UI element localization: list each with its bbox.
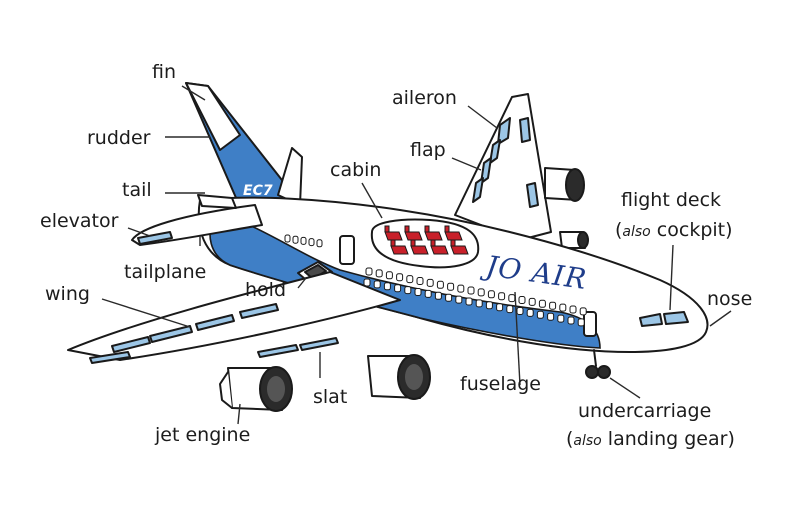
passenger-window — [455, 295, 463, 304]
passenger-window — [406, 275, 414, 284]
label-jet-engine: jet engine — [154, 424, 250, 446]
label-fuselage: fuselage — [460, 373, 541, 395]
passenger-window — [508, 294, 516, 303]
landing-gear — [585, 349, 611, 379]
passenger-window — [447, 282, 455, 291]
label-slat: slat — [313, 386, 347, 408]
far-engine-lower — [559, 231, 589, 249]
passenger-window — [300, 236, 307, 245]
passenger-window — [396, 273, 404, 282]
passenger-window — [516, 307, 524, 315]
passenger-window — [506, 305, 514, 314]
passenger-window — [518, 296, 526, 304]
label-undercarriage-alt: (also landing gear) — [566, 428, 735, 450]
jet-engine-inner — [367, 354, 431, 400]
label-cabin: cabin — [330, 159, 381, 181]
cabin-seat — [444, 225, 463, 241]
passenger-window — [436, 280, 444, 289]
label-flight-deck-alt: (also cockpit) — [615, 219, 733, 241]
cabin-seat — [430, 239, 449, 255]
cabin-seat — [390, 239, 409, 255]
label-hold: hold — [245, 279, 286, 301]
near-wing — [67, 271, 401, 364]
tail-code: EC7 — [243, 183, 273, 199]
vertical-tail: EC7 — [185, 82, 301, 208]
passenger-window — [434, 291, 442, 300]
label-tail: tail — [122, 179, 152, 201]
passenger-window — [487, 290, 495, 299]
passenger-window — [394, 284, 402, 293]
passenger-window — [475, 299, 483, 308]
label-aileron: aileron — [392, 87, 457, 109]
passenger-window — [404, 286, 412, 295]
passenger-window — [308, 238, 315, 247]
passenger-window — [498, 292, 506, 301]
passenger-window — [416, 277, 424, 285]
cabin-seat — [404, 225, 423, 241]
label-rudder: rudder — [87, 127, 151, 149]
label-nose: nose — [707, 288, 752, 310]
far-wing — [454, 93, 589, 249]
window-row-tail — [284, 234, 323, 248]
jet-engine-outer — [219, 366, 293, 412]
passenger-window — [477, 288, 485, 297]
passenger-window — [445, 293, 453, 302]
passenger-window — [557, 314, 565, 323]
passenger-window — [526, 308, 534, 317]
passenger-window — [457, 284, 465, 293]
passenger-window — [365, 267, 373, 276]
cabin-seat — [450, 239, 469, 255]
passenger-window — [467, 286, 475, 295]
passenger-window — [424, 289, 432, 298]
window-row-upper — [365, 267, 587, 316]
cabin-seat — [424, 225, 443, 241]
passenger-window — [373, 280, 381, 289]
label-fin: fin — [152, 61, 176, 83]
passenger-window — [569, 305, 577, 314]
passenger-window — [426, 278, 434, 287]
cabin-seats — [384, 225, 469, 255]
passenger-window — [577, 318, 585, 327]
passenger-window — [292, 235, 299, 244]
tailplane — [131, 194, 263, 246]
passenger-window — [375, 269, 383, 278]
passenger-window — [559, 303, 567, 312]
passenger-window — [485, 301, 493, 310]
passenger-window — [579, 307, 587, 316]
passenger-window — [284, 234, 291, 243]
passenger-window — [536, 310, 544, 319]
passenger-window — [385, 271, 393, 280]
passenger-window — [316, 239, 323, 248]
passenger-window — [414, 288, 422, 296]
leader-lines — [101, 85, 732, 425]
part-labels: fin rudder tail elevator tailplane wing … — [40, 61, 752, 450]
passenger-window — [547, 312, 555, 321]
label-wing: wing — [45, 283, 90, 305]
label-tailplane: tailplane — [124, 261, 206, 283]
label-flight-deck: flight deck — [621, 189, 721, 211]
passenger-window — [465, 297, 473, 306]
far-engine-upper — [544, 167, 585, 202]
cabin-seat — [384, 225, 403, 241]
window-row-lower — [363, 278, 585, 327]
passenger-window — [538, 299, 546, 308]
passenger-window — [567, 316, 575, 325]
passenger-window — [383, 282, 391, 291]
passenger-window — [528, 297, 536, 306]
label-undercarriage: undercarriage — [578, 400, 711, 422]
cabin-cutaway — [370, 218, 480, 269]
passenger-window — [549, 301, 557, 310]
label-flap: flap — [410, 139, 446, 161]
passenger-window — [496, 303, 504, 312]
label-elevator: elevator — [40, 210, 119, 232]
cabin-seat — [410, 239, 429, 255]
